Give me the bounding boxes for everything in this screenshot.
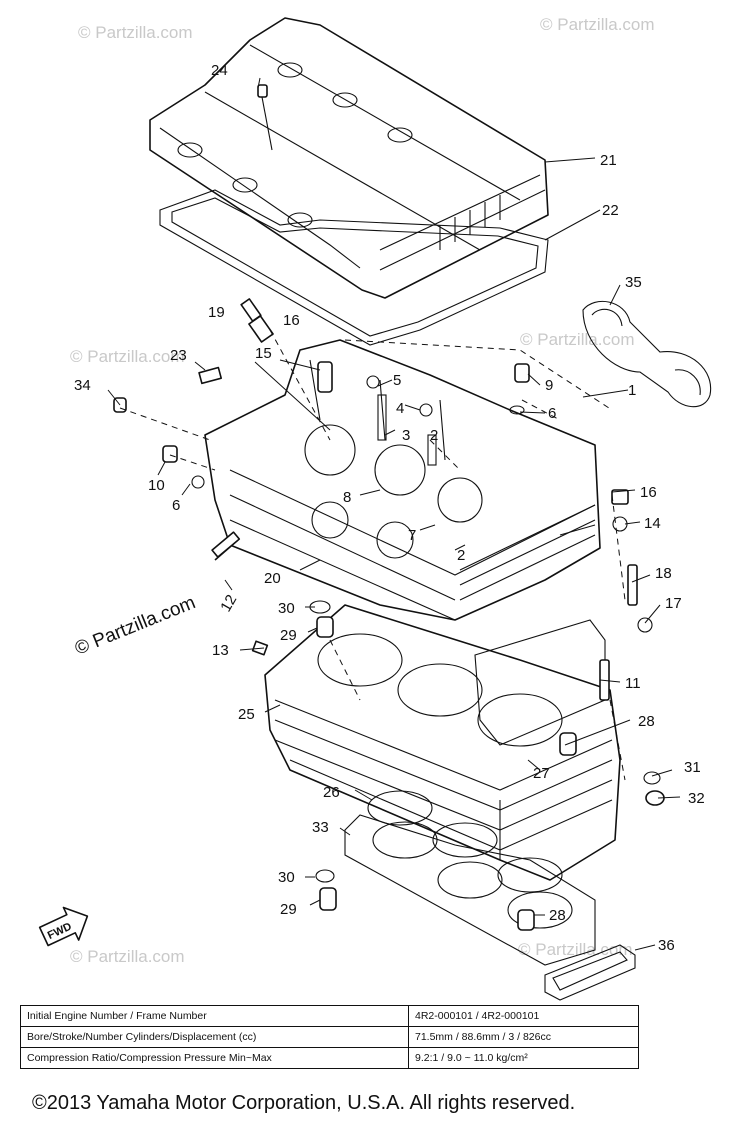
table-row: Initial Engine Number / Frame Number 4R2… <box>20 1005 639 1027</box>
spec-value: 9.2:1 / 9.0 ~ 11.0 kg/cm² <box>408 1047 639 1069</box>
part-label: 6 <box>172 497 180 514</box>
watermark: © Partzilla.com <box>540 15 655 34</box>
part-label: 30 <box>278 869 295 886</box>
part-label: 33 <box>312 819 329 836</box>
part-label: 3 <box>402 427 410 444</box>
part-label: 10 <box>148 477 165 494</box>
table-row: Bore/Stroke/Number Cylinders/Displacemen… <box>20 1026 639 1048</box>
part-label: 1 <box>628 382 636 399</box>
part-label: 24 <box>211 62 228 79</box>
part-label: 19 <box>208 304 225 321</box>
part-label: 22 <box>602 202 619 219</box>
part-label: 9 <box>545 377 553 394</box>
part-label: 8 <box>343 489 351 506</box>
watermark-prominent: © Partzilla.com <box>72 592 199 659</box>
spec-label: Bore/Stroke/Number Cylinders/Displacemen… <box>20 1026 409 1048</box>
watermark: © Partzilla.com <box>78 23 193 42</box>
part-label: 31 <box>684 759 701 776</box>
spec-value: 71.5mm / 88.6mm / 3 / 826cc <box>408 1026 639 1048</box>
part-label: 21 <box>600 152 617 169</box>
part-label: 27 <box>533 765 550 782</box>
part-label: 18 <box>655 565 672 582</box>
part-label: 2 <box>430 427 438 444</box>
cylinder-head-cover <box>149 17 549 299</box>
cylinder-head <box>204 339 601 621</box>
part-label: 16 <box>283 312 300 329</box>
watermark: © Partzilla.com <box>70 347 185 366</box>
head-cover-gasket <box>159 189 549 346</box>
reference-lines <box>119 329 626 781</box>
part-label: 14 <box>644 515 661 532</box>
part-label: 13 <box>212 642 229 659</box>
part-label: 11 <box>625 675 641 692</box>
gasket-36 <box>544 944 636 1001</box>
table-row: Compression Ratio/Compression Pressure M… <box>20 1047 639 1069</box>
part-labels: 21 22 24 35 1 9 6 5 4 3 19 16 15 23 34 1… <box>74 62 705 954</box>
part-label: 30 <box>278 600 295 617</box>
part-label: 26 <box>323 784 340 801</box>
leader-lines <box>107 77 681 951</box>
part-label: 15 <box>255 345 272 362</box>
small-parts <box>113 84 665 931</box>
part-label: 6 <box>548 405 556 422</box>
part-label: 7 <box>408 527 416 544</box>
forward-arrow: FWD <box>38 906 89 947</box>
part-label: 36 <box>658 937 675 954</box>
spec-label: Initial Engine Number / Frame Number <box>20 1005 409 1027</box>
spec-label: Compression Ratio/Compression Pressure M… <box>20 1047 409 1069</box>
part-label: 29 <box>280 627 297 644</box>
gasket-35 <box>582 301 712 408</box>
part-label: 4 <box>396 400 404 417</box>
watermark: © Partzilla.com <box>520 330 635 349</box>
part-label: 28 <box>549 907 566 924</box>
part-label: 12 <box>217 592 240 615</box>
part-label: 35 <box>625 274 642 291</box>
spec-value: 4R2-000101 / 4R2-000101 <box>408 1005 639 1027</box>
part-label: 5 <box>393 372 401 389</box>
watermark: © Partzilla.com <box>70 947 185 966</box>
part-label: 32 <box>688 790 705 807</box>
part-label: 25 <box>238 706 255 723</box>
part-label: 16 <box>640 484 657 501</box>
part-label: 29 <box>280 901 297 918</box>
o-rings <box>367 790 563 893</box>
part-label: 20 <box>264 570 281 587</box>
watermark: © Partzilla.com <box>518 940 633 959</box>
part-label: 23 <box>170 347 187 364</box>
copyright-notice: ©2013 Yamaha Motor Corporation, U.S.A. A… <box>32 1092 576 1114</box>
part-label: 17 <box>665 595 682 612</box>
engine-spec-table: Initial Engine Number / Frame Number 4R2… <box>20 1005 639 1069</box>
cylinder-block <box>264 604 621 881</box>
part-label: 2 <box>457 547 465 564</box>
part-label: 34 <box>74 377 91 394</box>
part-label: 28 <box>638 713 655 730</box>
